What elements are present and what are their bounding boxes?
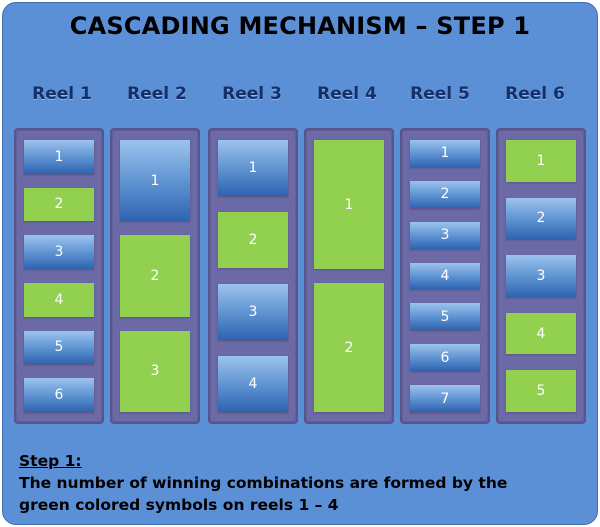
reel-1-symbol-6: 6 <box>24 378 94 412</box>
reel-4-label: Reel 4 <box>317 84 377 104</box>
reel-2-column: 1 2 3 <box>110 128 200 424</box>
caption-line-1: The number of winning combinations are f… <box>19 474 508 492</box>
reel-1-column: 1 2 3 4 5 6 <box>14 128 104 424</box>
reel-2-label: Reel 2 <box>127 84 187 104</box>
reel-4-symbol-1: 1 <box>314 140 384 269</box>
reel-1-symbol-1: 1 <box>24 140 94 174</box>
reel-6-symbol-1: 1 <box>506 140 576 182</box>
reel-3-label: Reel 3 <box>222 84 282 104</box>
reel-2-symbol-2: 2 <box>120 235 190 317</box>
reel-1-symbol-3: 3 <box>24 235 94 269</box>
reel-6-column: 1 2 3 4 5 <box>496 128 586 424</box>
caption: Step 1: The number of winning combinatio… <box>19 450 589 516</box>
reel-2-symbol-1: 1 <box>120 140 190 222</box>
reel-6-symbol-3: 3 <box>506 255 576 297</box>
reel-6-symbol-2: 2 <box>506 197 576 240</box>
reel-1-symbol-2: 2 <box>24 187 94 222</box>
reel-5-column: 1 2 3 4 5 6 7 <box>400 128 490 424</box>
reel-1-label: Reel 1 <box>32 84 92 104</box>
reel-5-label: Reel 5 <box>410 84 470 104</box>
reel-6-symbol-5: 5 <box>506 370 576 412</box>
reel-5-symbol-3: 3 <box>410 221 480 249</box>
reel-5-symbol-1: 1 <box>410 140 480 167</box>
reel-4-symbol-2: 2 <box>314 283 384 412</box>
caption-step-label: Step 1: <box>19 452 82 470</box>
reel-3-symbol-2: 2 <box>218 212 288 268</box>
reel-3-symbol-4: 4 <box>218 356 288 412</box>
reel-5-symbol-4: 4 <box>410 262 480 290</box>
reel-5-symbol-2: 2 <box>410 180 480 208</box>
reel-6-label: Reel 6 <box>505 84 565 104</box>
reel-6-symbol-4: 4 <box>506 312 576 355</box>
reel-5-symbol-7: 7 <box>410 385 480 412</box>
diagram-title: CASCADING MECHANISM – STEP 1 <box>69 12 531 40</box>
reel-3-symbol-3: 3 <box>218 284 288 340</box>
reel-3-column: 1 2 3 4 <box>208 128 298 424</box>
reel-3-symbol-1: 1 <box>218 140 288 196</box>
reel-5-symbol-6: 6 <box>410 344 480 372</box>
reel-1-symbol-5: 5 <box>24 330 94 365</box>
caption-line-2: green colored symbols on reels 1 – 4 <box>19 496 339 514</box>
reel-1-symbol-4: 4 <box>24 283 94 317</box>
reel-2-symbol-3: 3 <box>120 330 190 412</box>
reel-5-symbol-5: 5 <box>410 303 480 331</box>
